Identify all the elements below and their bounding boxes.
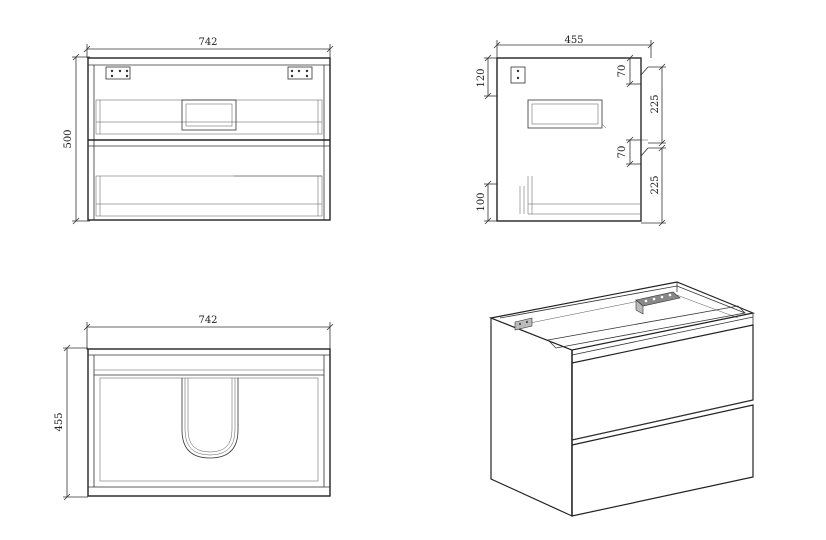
left-wall-bracket [105,66,131,80]
side-view: 455 120 [476,35,666,227]
top-depth-label: 455 [54,412,65,431]
side-lower-gap-label: 70 [617,146,628,159]
side-lower-drawer-label: 225 [650,175,661,194]
side-wall-bracket [510,66,526,84]
iso-left-bracket [514,317,533,331]
top-cabinet-outline [87,348,331,497]
top-depth-dimension: 455 [54,344,88,501]
front-width-dimension: 742 [83,37,334,58]
iso-right-bracket [635,291,681,315]
side-cabinet-outline [496,57,642,222]
top-siphon-cutout [181,378,239,459]
side-upper-drawer [527,99,603,129]
side-lower-gap-dimension: 70 [617,136,641,168]
side-upper-gap-label: 70 [617,65,628,78]
front-height-label: 500 [63,129,74,148]
iso-view [488,281,756,517]
siphon-cutout [181,99,237,131]
side-lower-drawer-dimension: 225 [640,144,666,227]
upper-drawer-box [95,99,323,135]
front-view: 742 500 [63,37,334,225]
lower-drawer-box [95,175,323,217]
side-upper-drawer-label: 225 [650,94,661,113]
side-top-offset-label: 120 [476,68,487,87]
right-wall-bracket [287,66,313,80]
side-depth-label: 455 [564,35,583,46]
front-cabinet-outline [87,57,331,221]
top-width-dimension: 742 [83,315,334,350]
top-width-label: 742 [198,315,217,326]
top-view: 742 455 [54,315,334,501]
side-bottom-offset-dimension: 100 [476,180,497,225]
front-width-label: 742 [198,37,217,48]
side-upper-drawer-dimension: 225 [640,63,666,147]
front-height-dimension: 500 [63,53,90,225]
side-bottom-offset-label: 100 [476,192,487,211]
side-top-offset-dimension: 120 [476,54,497,100]
iso-left-side [490,317,573,517]
side-upper-gap-dimension: 70 [617,54,641,88]
side-depth-dimension: 455 [493,35,655,58]
